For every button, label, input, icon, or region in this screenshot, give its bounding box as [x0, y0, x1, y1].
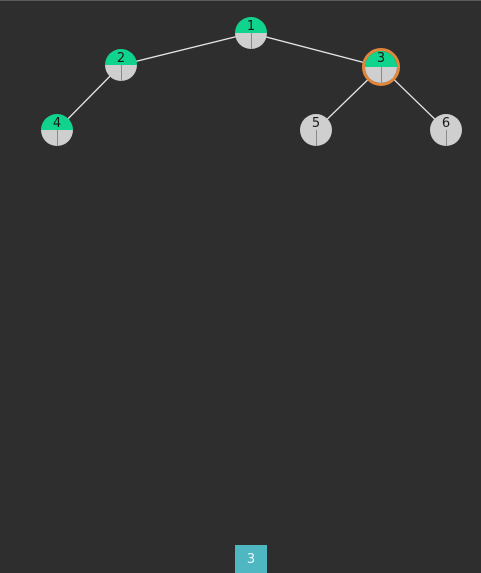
node-label: 4	[52, 116, 62, 131]
node-divider	[56, 130, 58, 146]
node-divider	[445, 130, 447, 146]
node-label: 6	[441, 116, 451, 131]
tree-node-5[interactable]: 5	[300, 114, 332, 146]
node-top-half	[300, 114, 332, 130]
node-label: 1	[246, 19, 256, 34]
node-top-half	[41, 114, 73, 130]
tree-node-1[interactable]: 1	[235, 17, 267, 49]
tree-node-6[interactable]: 6	[430, 114, 462, 146]
tree-node-4[interactable]: 4	[41, 114, 73, 146]
node-label: 2	[116, 51, 126, 66]
node-label: 3	[376, 51, 386, 66]
node-divider	[380, 67, 382, 83]
tree-edge-1-2	[120, 32, 252, 66]
node-top-half	[105, 49, 137, 65]
node-top-half	[430, 114, 462, 130]
tree-node-3[interactable]: 3	[362, 48, 400, 86]
node-label: 5	[311, 116, 321, 131]
tree-edge-1-3	[250, 32, 382, 68]
node-top-half	[235, 17, 267, 33]
current-value-box: 3	[235, 545, 267, 573]
node-top-half	[365, 51, 397, 67]
node-divider	[315, 130, 317, 146]
node-divider	[250, 33, 252, 49]
tree-node-2[interactable]: 2	[105, 49, 137, 81]
node-divider	[120, 65, 122, 81]
